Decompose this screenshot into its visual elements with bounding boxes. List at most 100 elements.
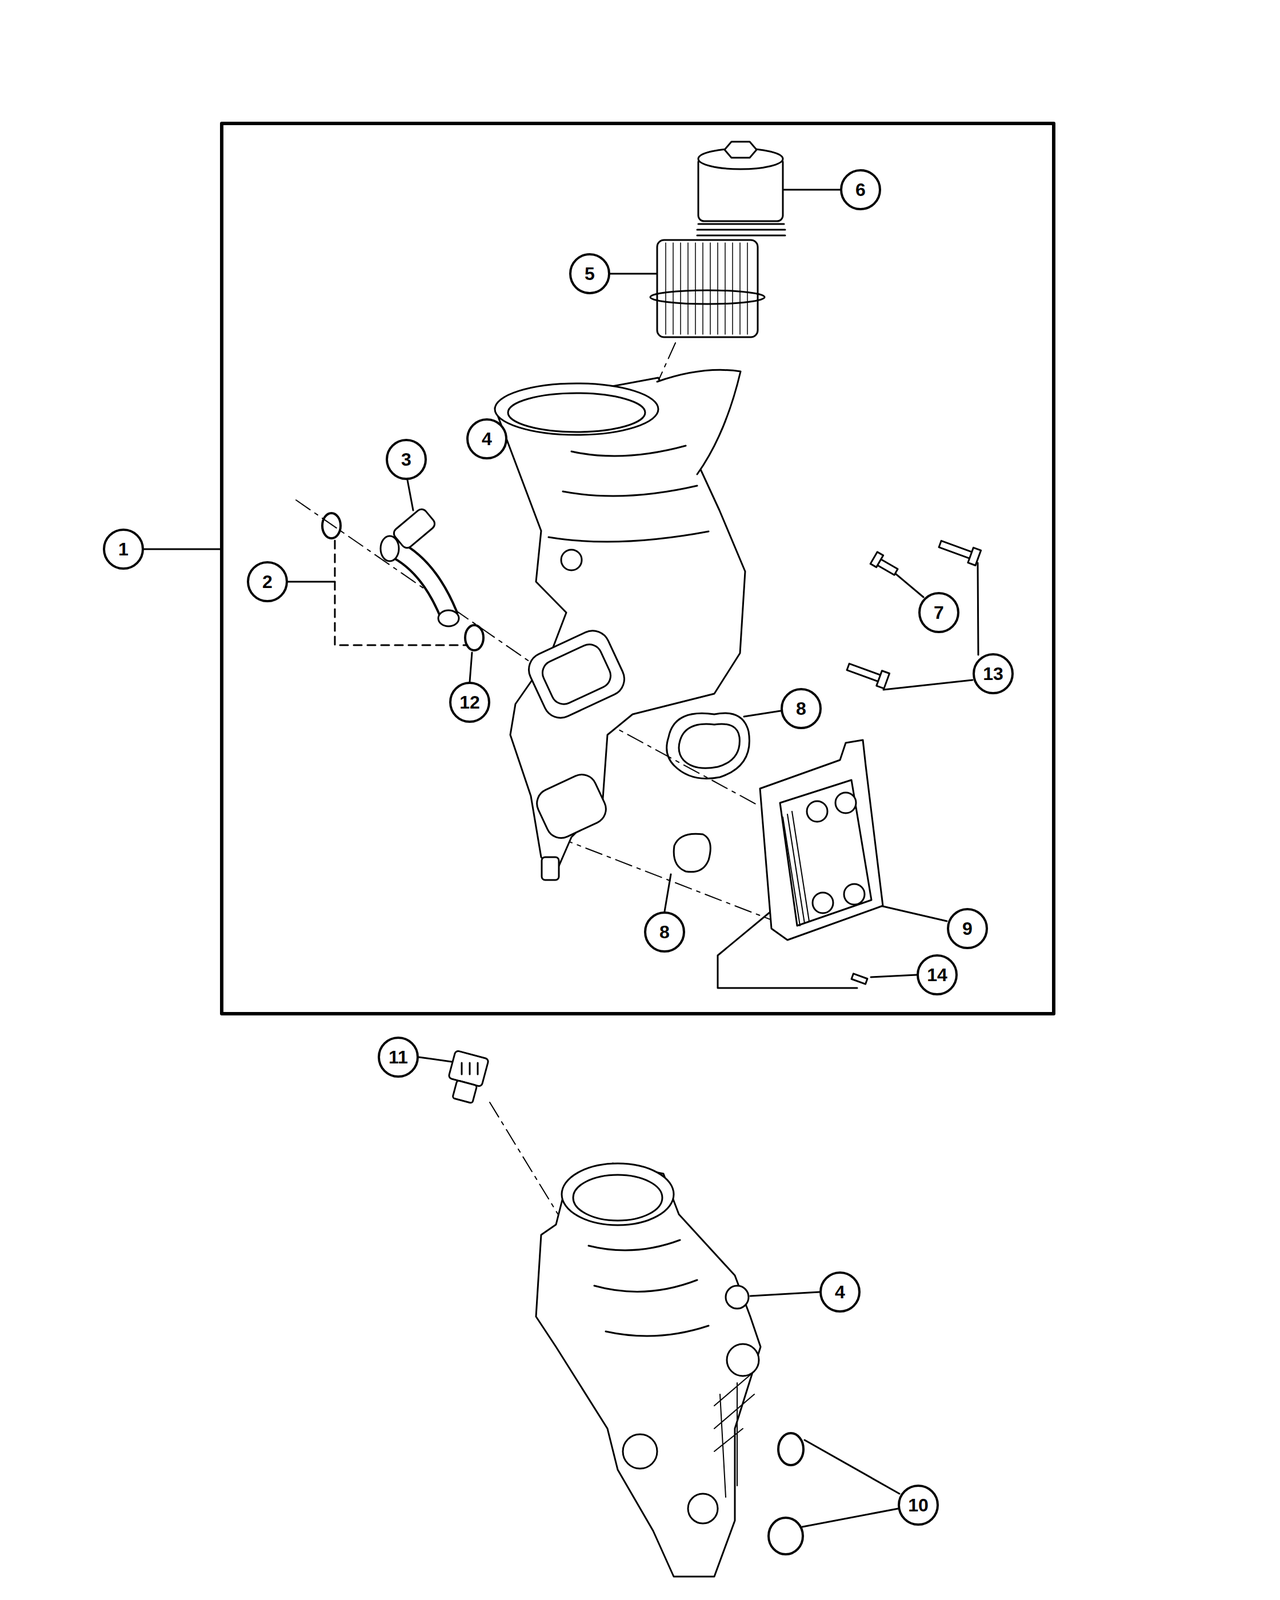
pipe-end [438, 610, 459, 627]
housing-spigot [541, 857, 559, 880]
cap-hex [724, 141, 757, 158]
center-line [296, 500, 532, 663]
seal-ring [778, 1433, 804, 1466]
callout-circle: 11 [377, 1036, 419, 1078]
oil-cooler [760, 740, 883, 940]
callout-circle: 4 [466, 418, 508, 460]
callout-circle: 4 [819, 1271, 861, 1313]
callout-number: 9 [962, 919, 973, 938]
bolt [851, 973, 868, 984]
callout-number: 6 [855, 180, 866, 199]
leader-line [977, 562, 979, 655]
element-body [657, 240, 758, 338]
callout-number: 2 [262, 572, 273, 591]
cooler-fins [782, 811, 810, 926]
callout-number: 8 [796, 699, 807, 718]
gasket [666, 713, 750, 779]
leader-line [891, 570, 924, 598]
leader-line [469, 652, 472, 682]
callout-number: 3 [401, 450, 412, 469]
callout-circle: 3 [385, 438, 427, 480]
callout-number: 8 [659, 922, 670, 942]
callout-number: 5 [584, 264, 595, 283]
housing-neck-inner [508, 393, 646, 432]
leader-line [784, 189, 840, 191]
housing-port [532, 769, 611, 843]
housing-scoop [657, 369, 741, 475]
bolt-head [876, 670, 890, 689]
callout-circle: 6 [840, 169, 882, 211]
sensor-tip [452, 1080, 478, 1104]
callout-circle: 2 [246, 561, 288, 603]
callout-circle: 8 [780, 688, 822, 730]
callout-number: 10 [908, 1496, 929, 1515]
gaskets [666, 713, 750, 872]
o-rings [322, 513, 484, 651]
callout-number: 1 [118, 540, 129, 559]
gasket [678, 724, 740, 768]
housing-neck [561, 1163, 674, 1226]
cooler-port [806, 801, 828, 822]
cooler-port [812, 892, 834, 914]
pipe-fill [394, 548, 449, 615]
callout-number: 7 [933, 603, 944, 622]
callout-circle: 5 [569, 253, 611, 295]
center-line [489, 1102, 562, 1220]
sensor-body [448, 1050, 490, 1087]
housing-neck-inner [573, 1174, 663, 1221]
seal-rings [768, 1433, 804, 1555]
callout-circle: 9 [946, 908, 988, 950]
pipe-end [380, 536, 399, 562]
cooler-port [844, 884, 865, 905]
housing-grid [714, 1371, 755, 1498]
housing-body [536, 1163, 761, 1577]
callout-number: 4 [481, 429, 492, 448]
leader-line [144, 548, 222, 551]
housing-boss [561, 549, 582, 571]
housing-flange-inner [538, 640, 615, 709]
element-pleats [665, 242, 748, 335]
callout-circle: 13 [972, 653, 1014, 695]
leader-line [744, 710, 781, 717]
bolt-head [870, 552, 883, 568]
center-line [556, 836, 781, 924]
filter-element [650, 240, 765, 338]
leader-line [407, 480, 414, 511]
filter-cap [697, 141, 786, 236]
cap-thread [697, 229, 786, 231]
housing-ribs [588, 1240, 709, 1336]
element-ring [650, 290, 765, 304]
sensor-pins [461, 1062, 478, 1075]
cooler-port [835, 792, 856, 814]
leader-line [418, 1057, 452, 1062]
housing-port [688, 1493, 718, 1524]
leader-line [802, 1508, 899, 1527]
leader-line [870, 974, 917, 978]
housing-port [622, 1434, 658, 1469]
callout-circle: 12 [449, 681, 491, 723]
leader-line [288, 581, 335, 583]
oil-pipe [380, 506, 459, 627]
kit-frame [221, 123, 1054, 1014]
callout-number: 11 [388, 1048, 408, 1067]
cooler-face [780, 780, 872, 926]
callout-number: 13 [982, 664, 1004, 683]
cap-thread [698, 223, 784, 226]
bolt-head [968, 547, 982, 566]
callout-circle: 14 [916, 954, 958, 996]
gasket [673, 833, 711, 872]
housing-lower [536, 1163, 761, 1577]
callout-circle: 10 [897, 1484, 939, 1526]
callout-number: 4 [834, 1282, 846, 1302]
pipe-outline [394, 548, 449, 615]
housing-neck [494, 383, 659, 435]
housing-flange [523, 625, 631, 724]
callout-number: 12 [459, 693, 480, 712]
o-ring [322, 513, 341, 539]
cap-thread [697, 234, 786, 237]
seal-ring [768, 1517, 803, 1555]
callout-circle: 7 [918, 592, 960, 634]
housing-ribs [548, 445, 709, 542]
leader-line [750, 1292, 820, 1296]
